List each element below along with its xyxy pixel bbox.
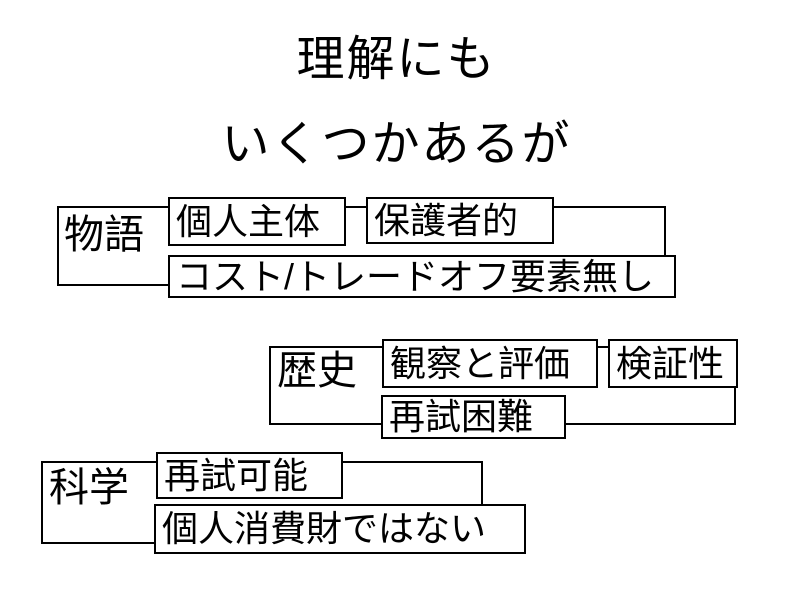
observation-evaluation-box: 観察と評価: [382, 339, 598, 388]
slide-title-line-2: いくつかあるが: [221, 118, 572, 171]
individual-subject-box: 個人主体: [168, 197, 346, 246]
no-cost-tradeoff-box: コスト/トレードオフ要素無し: [168, 255, 676, 298]
story-group-label: 物語: [64, 213, 144, 257]
retest-difficult-box: 再試困難: [381, 395, 566, 439]
history-group-label: 歴史: [277, 349, 357, 393]
protective-box: 保護者的: [366, 197, 554, 244]
slide-title-line-1: 理解にも: [296, 33, 497, 86]
retest-possible-box: 再試可能: [156, 452, 343, 499]
verifiability-box: 検証性: [608, 339, 738, 388]
not-personal-consumption-box: 個人消費財ではない: [154, 504, 526, 554]
science-group-label: 科学: [49, 466, 129, 510]
